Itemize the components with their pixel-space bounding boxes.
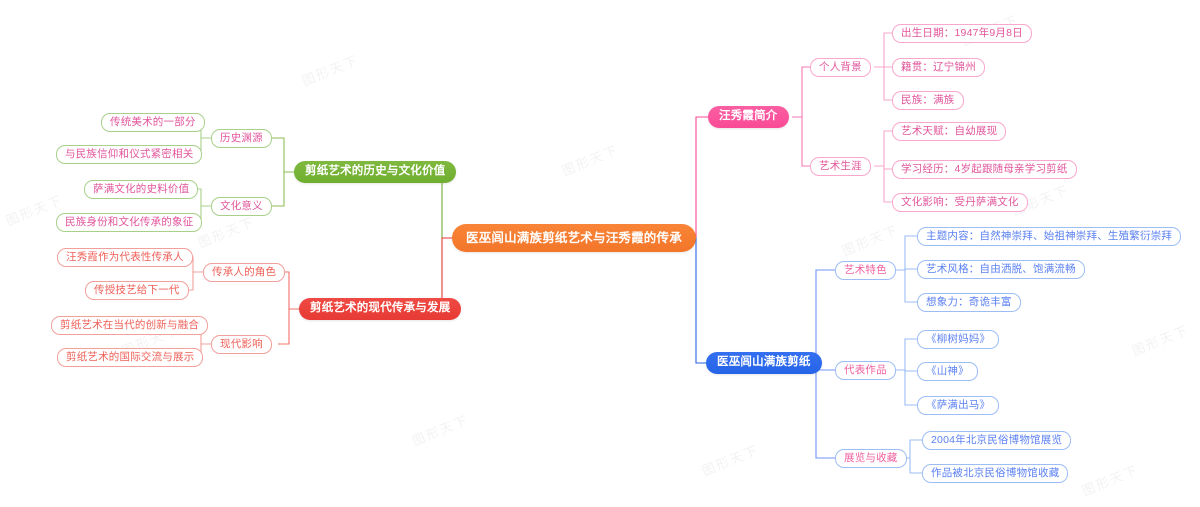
leaf-wang-as-representative-inheritor-label: 汪秀霞作为代表性传承人 (66, 250, 184, 263)
leaf-ethnicity[interactable]: 民族：满族 (892, 90, 964, 110)
leaf-work-willow-mother-label: 《柳树妈妈》 (926, 332, 991, 345)
branch-history-culture-label: 剪纸艺术的历史与文化价值 (305, 165, 446, 178)
node-artistic-career[interactable]: 艺术生涯 (810, 156, 871, 176)
watermark: 图形天下 (1079, 462, 1142, 499)
leaf-contemporary-innovation-label: 剪纸艺术在当代的创新与融合 (60, 318, 200, 331)
leaf-imagination[interactable]: 想象力：奇诡丰富 (917, 292, 1021, 312)
watermark: 图形天下 (559, 142, 622, 179)
leaf-2004-beijing-exhibition-label: 2004年北京民俗博物馆展览 (931, 433, 1063, 446)
branch-biography-label: 汪秀霞简介 (719, 110, 778, 123)
leaf-linked-to-beliefs-rituals-label: 与民族信仰和仪式紧密相关 (65, 147, 194, 160)
node-modern-influence[interactable]: 现代影响 (211, 334, 272, 354)
leaf-part-of-traditional-art[interactable]: 传统美术的一部分 (101, 112, 205, 132)
leaf-native-place[interactable]: 籍贯：辽宁锦州 (892, 57, 985, 77)
leaf-theme-content[interactable]: 主题内容：自然神崇拜、始祖神崇拜、生殖繁衍崇拜 (917, 226, 1182, 246)
leaf-birth-date[interactable]: 出生日期：1947年9月8日 (892, 23, 1032, 43)
node-personal-background-label: 个人背景 (819, 60, 862, 73)
leaf-pass-skills-next-generation[interactable]: 传授技艺给下一代 (85, 280, 189, 300)
watermark: 图形天下 (195, 214, 258, 251)
root-node-label: 医巫闾山满族剪纸艺术与汪秀霞的传承 (466, 230, 682, 245)
leaf-work-mountain-god[interactable]: 《山神》 (917, 361, 978, 381)
leaf-shaman-historical-value-label: 萨满文化的史料价值 (93, 182, 190, 195)
branch-papercut-art-label: 医巫闾山满族剪纸 (717, 356, 811, 369)
node-inheritor-role-label: 传承人的角色 (212, 265, 277, 278)
leaf-shaman-historical-value[interactable]: 萨满文化的史料价值 (84, 179, 199, 199)
leaf-artistic-talent-label: 艺术天赋：自幼展现 (901, 124, 998, 137)
leaf-cultural-influence-label: 文化影响：受丹萨满文化 (901, 195, 1019, 208)
node-modern-influence-label: 现代影响 (220, 337, 263, 350)
leaf-international-exchange[interactable]: 剪纸艺术的国际交流与展示 (57, 347, 204, 367)
leaf-work-shaman-riding-out-label: 《萨满出马》 (926, 398, 991, 411)
watermark: 图形天下 (699, 442, 762, 479)
node-cultural-meaning-label: 文化意义 (220, 199, 263, 212)
root-node[interactable]: 医巫闾山满族剪纸艺术与汪秀霞的传承 (452, 224, 696, 252)
node-cultural-meaning[interactable]: 文化意义 (211, 196, 272, 216)
leaf-2004-beijing-exhibition[interactable]: 2004年北京民俗博物馆展览 (922, 430, 1072, 450)
branch-biography[interactable]: 汪秀霞简介 (708, 106, 789, 128)
watermark: 图形天下 (409, 412, 472, 449)
node-historical-origin[interactable]: 历史渊源 (211, 128, 272, 148)
node-artistic-features[interactable]: 艺术特色 (835, 260, 896, 280)
branch-modern-inheritance-label: 剪纸艺术的现代传承与发展 (310, 302, 451, 315)
leaf-work-willow-mother[interactable]: 《柳树妈妈》 (917, 329, 1000, 349)
leaf-artistic-talent[interactable]: 艺术天赋：自幼展现 (892, 121, 1007, 141)
leaf-international-exchange-label: 剪纸艺术的国际交流与展示 (66, 350, 195, 363)
watermark: 图形天下 (299, 52, 362, 89)
leaf-collected-by-museum[interactable]: 作品被北京民俗博物馆收藏 (922, 463, 1069, 483)
node-artistic-career-label: 艺术生涯 (819, 159, 862, 172)
node-exhibitions-collections[interactable]: 展览与收藏 (835, 448, 907, 468)
leaf-native-place-label: 籍贯：辽宁锦州 (901, 60, 976, 73)
leaf-cultural-influence[interactable]: 文化影响：受丹萨满文化 (892, 192, 1028, 212)
node-exhibitions-collections-label: 展览与收藏 (844, 451, 898, 464)
leaf-theme-content-label: 主题内容：自然神崇拜、始祖神崇拜、生殖繁衍崇拜 (926, 229, 1173, 242)
leaf-collected-by-museum-label: 作品被北京民俗博物馆收藏 (931, 466, 1060, 479)
leaf-birth-date-label: 出生日期：1947年9月8日 (901, 26, 1023, 39)
watermark: 图形天下 (839, 222, 902, 259)
branch-papercut-art[interactable]: 医巫闾山满族剪纸 (706, 352, 822, 374)
leaf-artistic-style[interactable]: 艺术风格：自由洒脱、饱满流畅 (917, 259, 1085, 279)
leaf-learning-experience-label: 学习经历：4岁起跟随母亲学习剪纸 (901, 162, 1068, 175)
leaf-ethnicity-label: 民族：满族 (901, 93, 955, 106)
leaf-pass-skills-next-generation-label: 传授技艺给下一代 (94, 283, 180, 296)
leaf-linked-to-beliefs-rituals[interactable]: 与民族信仰和仪式紧密相关 (56, 144, 203, 164)
leaf-wang-as-representative-inheritor[interactable]: 汪秀霞作为代表性传承人 (57, 247, 193, 267)
leaf-imagination-label: 想象力：奇诡丰富 (926, 295, 1012, 308)
node-inheritor-role[interactable]: 传承人的角色 (203, 262, 286, 282)
leaf-symbol-of-identity[interactable]: 民族身份和文化传承的象征 (56, 212, 203, 232)
leaf-contemporary-innovation[interactable]: 剪纸艺术在当代的创新与融合 (51, 315, 209, 335)
leaf-work-shaman-riding-out[interactable]: 《萨满出马》 (917, 395, 1000, 415)
node-personal-background[interactable]: 个人背景 (810, 57, 871, 77)
node-historical-origin-label: 历史渊源 (220, 131, 263, 144)
branch-modern-inheritance[interactable]: 剪纸艺术的现代传承与发展 (299, 298, 462, 320)
node-representative-works-label: 代表作品 (844, 363, 887, 376)
branch-history-culture[interactable]: 剪纸艺术的历史与文化价值 (294, 161, 457, 183)
leaf-artistic-style-label: 艺术风格：自由洒脱、饱满流畅 (926, 262, 1076, 275)
watermark: 图形天下 (1129, 322, 1192, 359)
leaf-symbol-of-identity-label: 民族身份和文化传承的象征 (65, 215, 194, 228)
leaf-work-mountain-god-label: 《山神》 (926, 364, 969, 377)
node-representative-works[interactable]: 代表作品 (835, 360, 896, 380)
leaf-part-of-traditional-art-label: 传统美术的一部分 (110, 115, 196, 128)
node-artistic-features-label: 艺术特色 (844, 263, 887, 276)
leaf-learning-experience[interactable]: 学习经历：4岁起跟随母亲学习剪纸 (892, 159, 1077, 179)
